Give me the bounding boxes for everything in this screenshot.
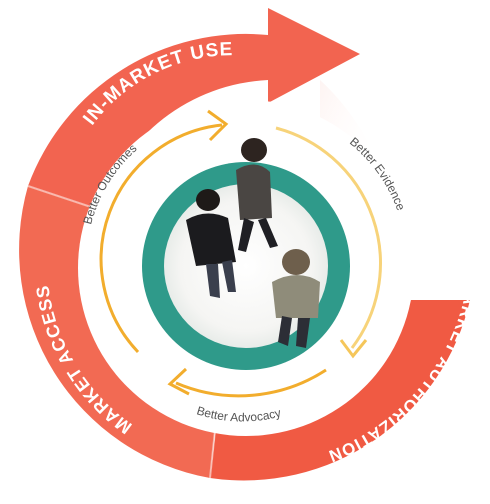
outer-ring-in-market-use-segment bbox=[28, 8, 360, 210]
arrowhead-better-evidence bbox=[339, 339, 368, 359]
arrow-better-outcomes bbox=[99, 123, 223, 354]
arrow-better-advocacy bbox=[175, 368, 327, 398]
people-walking-photo-icon bbox=[186, 138, 320, 348]
segment-divider bbox=[27, 185, 101, 211]
arrowhead-better-outcomes bbox=[207, 109, 229, 142]
arrowhead-better-advocacy bbox=[167, 367, 190, 396]
arrow-better-evidence bbox=[275, 126, 382, 349]
